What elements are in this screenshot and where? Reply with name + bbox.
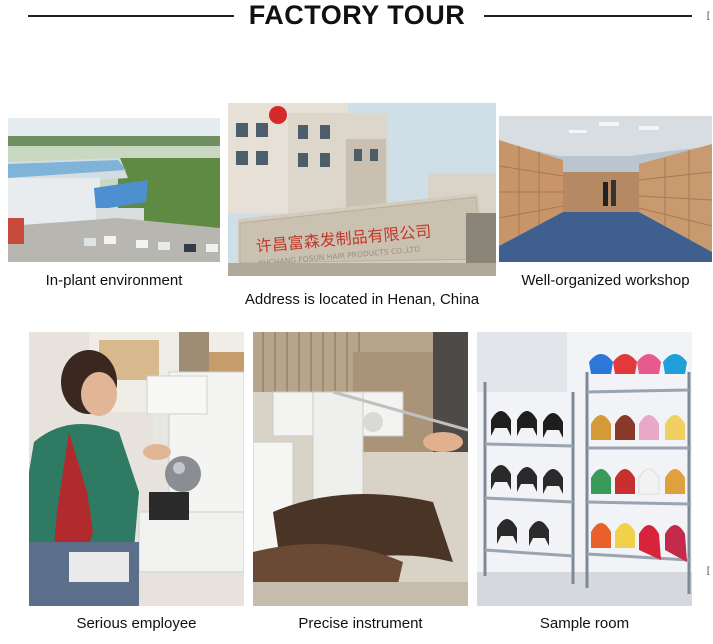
- edge-mark-middle: [: [707, 565, 710, 575]
- address-henan-caption: Address is located in Henan, China: [244, 291, 480, 308]
- well-organized-workshop-caption: Well-organized workshop: [521, 272, 690, 289]
- serious-employee-photo: [29, 332, 244, 606]
- title-rule-right: [484, 15, 692, 17]
- serious-employee-caption: Serious employee: [76, 615, 197, 632]
- address-henan-photo: 许昌富森发制品有限公司 XUCHANG FOSUN HAIR PRODUCTS …: [228, 103, 496, 276]
- page-title: FACTORY TOUR: [248, 0, 466, 30]
- in-plant-environment-photo: [8, 118, 220, 262]
- edge-mark-top: [: [707, 10, 710, 20]
- title-rule-left: [28, 15, 234, 17]
- sample-room-caption: Sample room: [539, 615, 630, 632]
- precise-instrument-photo: [253, 332, 468, 606]
- sample-room-photo: [477, 332, 692, 606]
- in-plant-environment-caption: In-plant environment: [45, 272, 183, 289]
- precise-instrument-caption: Precise instrument: [298, 615, 423, 632]
- well-organized-workshop-photo: [499, 116, 712, 262]
